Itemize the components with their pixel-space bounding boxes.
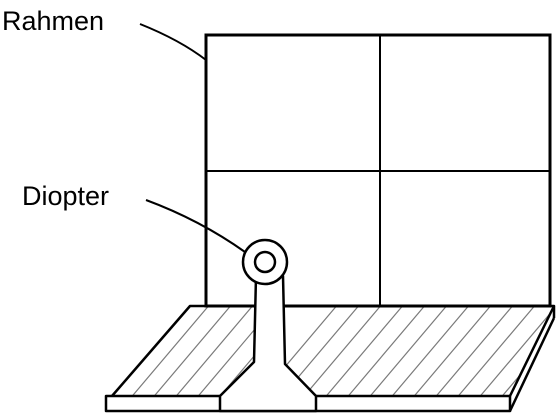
leader-lines [139,23,246,253]
base-side-edge [508,317,556,412]
base-top-right-edge [508,305,556,397]
base-hatching-right [283,306,554,396]
diopter-label: Diopter [22,181,109,211]
diopter [218,238,318,413]
diopter-leader-line [145,199,246,253]
diopter-ring-inner [253,250,277,274]
diopter-stand [218,274,318,413]
frame-leader-line [139,23,207,61]
base-back-edge-left [111,304,258,397]
base-plate [104,304,556,413]
base-back-edge-right [283,304,556,318]
frame-label: Rahmen [2,6,104,36]
